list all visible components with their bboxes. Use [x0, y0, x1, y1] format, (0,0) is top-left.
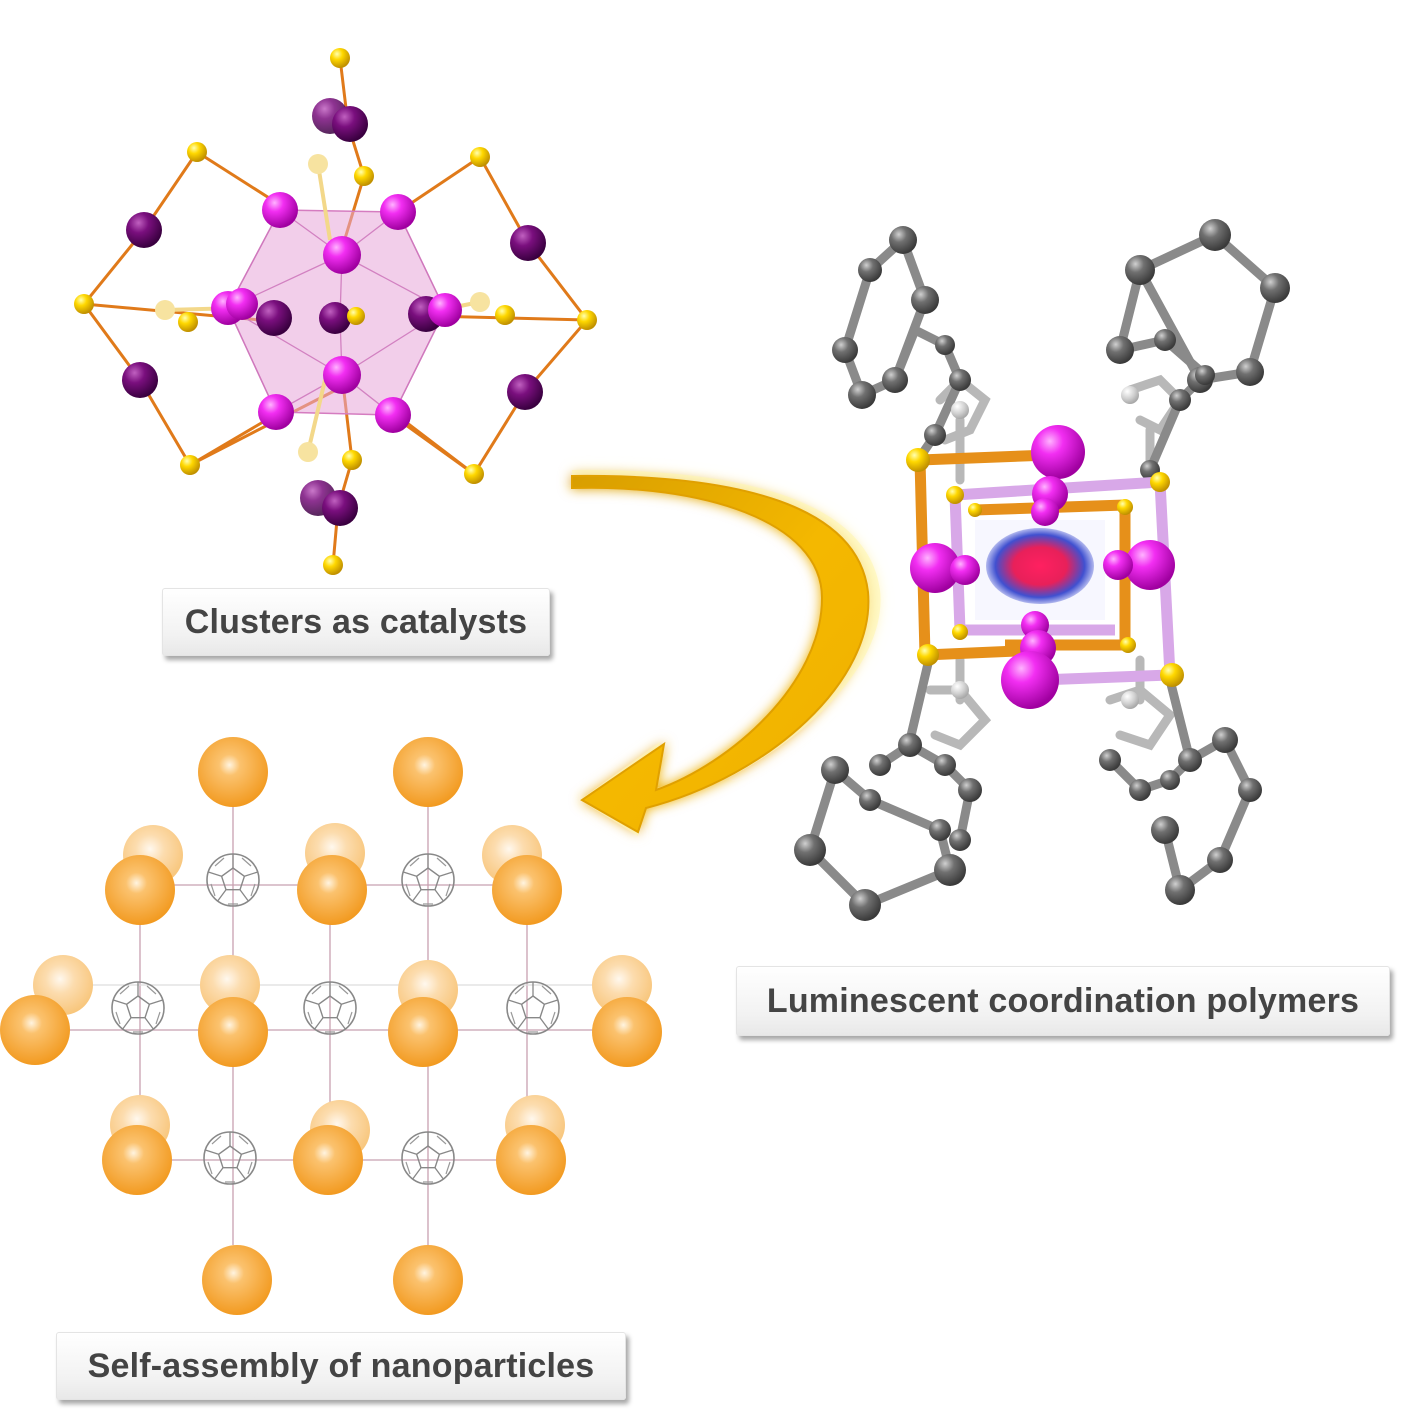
label-luminescent-coordination-polymers: Luminescent coordination polymers [736, 966, 1390, 1036]
label-clusters-as-catalysts: Clusters as catalysts [162, 588, 550, 656]
magenta-atoms [211, 192, 462, 433]
gold-atoms [74, 48, 597, 575]
nanoparticles-front [0, 737, 662, 1315]
label-nanoparticles-text: Self-assembly of nanoparticles [87, 1346, 595, 1385]
label-clusters-text: Clusters as catalysts [184, 602, 528, 641]
gold-cluster-structure [74, 48, 597, 575]
nanoparticle-lattice [0, 737, 662, 1315]
polymer-magenta-atoms [910, 425, 1175, 709]
label-self-assembly-nanoparticles: Self-assembly of nanoparticles [56, 1332, 626, 1400]
carbon-atoms [794, 219, 1290, 921]
luminescent-sample [986, 528, 1094, 604]
polymer-gold-atoms [906, 448, 1184, 687]
label-polymers-text: Luminescent coordination polymers [766, 981, 1360, 1020]
coordination-polymer-structure [794, 219, 1290, 921]
process-arrow [571, 469, 881, 836]
